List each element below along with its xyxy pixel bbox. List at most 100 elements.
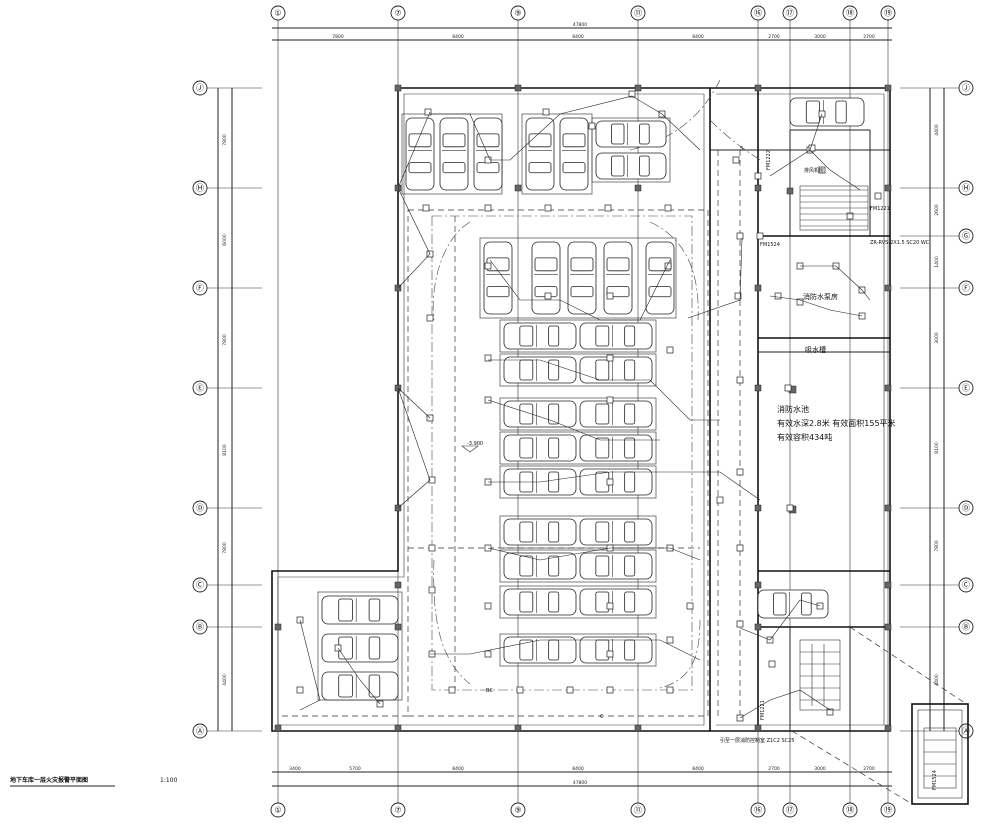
alarm-device-48 [754,172,762,180]
axis-bubble-left-c: Ⓒ [196,581,204,590]
axis-bubble-bottom-7: ⑦ [394,806,401,815]
axis-bubble-left-d: Ⓓ [196,504,204,513]
bottom-dim-3: 8400 [452,766,464,772]
alarm-device-30 [428,586,436,594]
axis-bubble-bottom-16: ⑯ [754,806,762,815]
alarm-device-5 [588,122,596,130]
alarm-device-31 [484,602,492,610]
left-dim-2: 6000 [222,234,228,246]
car-pair-right-3 [579,434,653,462]
door-fm1221-a: FM1221 [870,206,890,212]
alarm-device-55 [874,192,882,200]
right-dim-6: 7800 [934,540,940,552]
stall-group-center-top [479,237,677,319]
axis-bubble-right-j: Ⓙ [962,84,970,93]
car-left-wing-2 [321,671,399,701]
alarm-device-75 [846,212,854,220]
note-wire-spec: ZR-RVS-2X1.5 SC20 WC [870,240,930,246]
stair-upper [799,185,869,231]
door-fm1524-a: FM1524 [760,242,780,248]
alarm-device-6 [422,204,430,212]
axis-bubble-bottom-17: ⑰ [786,806,794,815]
bottom-dim-1: 3400 [289,766,301,772]
alarm-device-22 [606,396,614,404]
stall-pair-8 [499,633,657,667]
stall-pair-2 [499,397,657,431]
alarm-device-18 [606,354,614,362]
alarm-device-64 [736,620,744,628]
alarm-device-26 [428,544,436,552]
car-center-top-1 [531,241,561,315]
axis-bubble-right-b: Ⓑ [962,623,970,632]
alarm-device-57 [774,292,782,300]
axis-bubble-bottom-9: ⑨ [514,806,521,815]
axis-bubble-left-b: Ⓑ [196,623,204,632]
top-axis: 47800 7800 8400 8400 8400 2700 3000 2700… [270,5,896,41]
left-dim-6: 4400 [222,674,228,686]
axis-bubble-top-18: ⑱ [846,9,854,18]
top-dim-5: 2700 [768,34,780,40]
stairs [791,185,969,805]
stall-pair-0 [499,319,657,353]
alarm-device-47 [732,156,740,164]
stall-pair-3 [499,431,657,465]
alarm-device-35 [484,650,492,658]
alarm-device-70 [736,232,744,240]
bottom-dim-8: 2700 [863,766,875,772]
alarm-device-61 [736,468,744,476]
axis-bubble-right-g: Ⓖ [962,232,970,241]
bottom-dim-2: 5700 [349,766,361,772]
top-dim-6: 3000 [814,34,826,40]
alarm-device-37 [666,636,674,644]
alarm-device-60 [736,376,744,384]
car-pair-left-0 [503,322,577,350]
axis-bubble-top-7: ⑦ [394,9,401,18]
alarm-device-51 [808,144,816,152]
door-fm1524-b: FM1524 [932,770,938,790]
car-center-top-2 [567,241,597,315]
alarm-device-10 [664,204,672,212]
sump-label: 吸水槽 [805,345,826,354]
alarm-device-14 [606,292,614,300]
left-dim-4: 8100 [222,444,228,456]
axis-bubble-left-f: Ⓕ [196,284,204,293]
right-dim-1: 4400 [934,124,940,136]
door-fm1222: FM1222 [766,150,772,170]
axis-bubble-top-17: ⑰ [786,9,794,18]
axis-bubble-bottom-19: ⑲ [884,806,892,815]
axis-bubble-top-9: ⑨ [514,9,521,18]
wire-code-s: S [740,146,743,152]
alarm-device-0 [424,108,432,116]
axis-bubble-bottom-1: ① [274,806,281,815]
alarm-device-40 [566,686,574,694]
car-top-0 [405,117,435,191]
right-axis: 4400 2600 1400 3000 8100 7800 4400 Ⓙ Ⓗ Ⓖ… [929,80,974,739]
fire-pump-room-label: 消防水泵房 [803,292,838,301]
alarm-device-68 [826,708,834,716]
alarm-device-58 [796,298,804,306]
right-dim-7: 4400 [934,674,940,686]
car-center-top-3 [603,241,633,315]
axis-bubble-left-j: Ⓙ [196,84,204,93]
stall-pair-5 [499,515,657,549]
alarm-device-19 [666,346,674,354]
top-dim-1: 7800 [332,34,344,40]
car-center-top-0 [483,241,513,315]
right-dim-2: 2600 [934,204,940,216]
right-dim-4: 3000 [934,332,940,344]
alarm-device-23 [428,476,436,484]
alarm-device-16 [426,314,434,322]
car-pair-right-8 [579,636,653,664]
alarm-device-2 [542,108,550,116]
fire-pool-title: 消防水池 [777,404,809,414]
car-top-mid-1 [559,117,589,191]
alarm-loop-wiring [280,150,741,717]
alarm-device-33 [686,602,694,610]
car-pair-left-8 [503,636,577,664]
car-pair-left-3 [503,434,577,462]
alarm-device-39 [516,686,524,694]
axis-bubble-bottom-11: ⑪ [634,806,642,815]
axis-bubble-right-d: Ⓓ [962,504,970,513]
car-left-wing-1 [321,633,399,663]
